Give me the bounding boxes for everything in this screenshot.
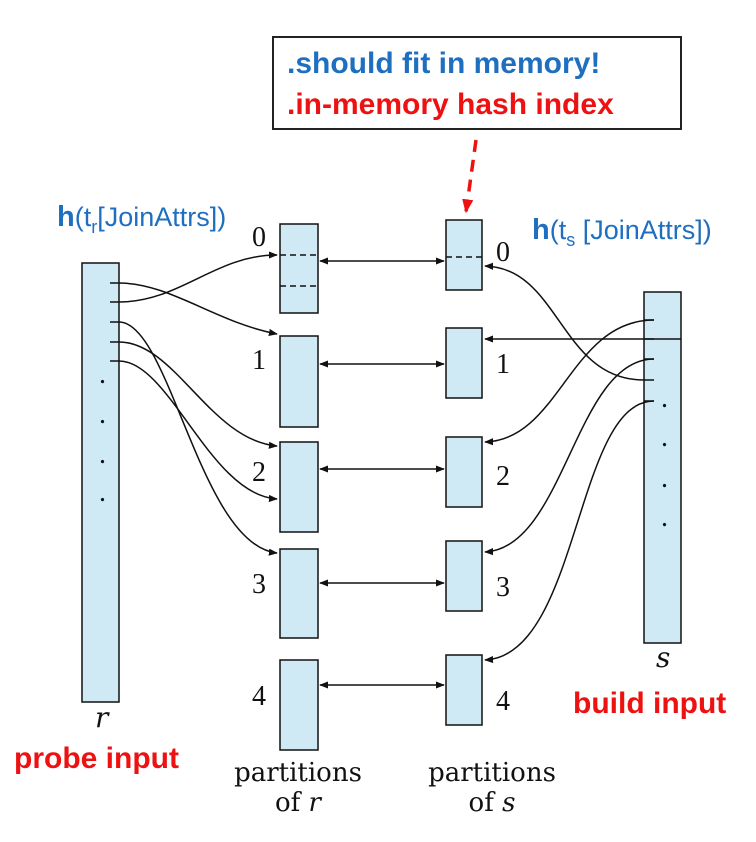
build-input-label: build input bbox=[573, 687, 726, 720]
relation-r-dot-2: . bbox=[99, 399, 106, 430]
partitions-of-r-line-1: partitions bbox=[234, 758, 362, 788]
partition-s-4 bbox=[445, 654, 483, 726]
partition-s-number-2: 2 bbox=[496, 461, 510, 492]
relation-r-bar bbox=[81, 262, 120, 703]
partition-r-number-3: 3 bbox=[252, 569, 266, 600]
r-arrow-b bbox=[118, 251, 278, 303]
partition-r-2 bbox=[279, 441, 319, 533]
callout-box bbox=[272, 36, 682, 130]
relation-r-dot-1: . bbox=[99, 359, 106, 390]
s-arrow-a bbox=[484, 262, 645, 381]
partition-r-1 bbox=[279, 335, 319, 428]
relation-s-dot-3: . bbox=[661, 463, 668, 494]
r-arrow-a bbox=[118, 282, 278, 336]
relation-s-bar bbox=[643, 291, 682, 644]
hash-s-close: [JoinAttrs]) bbox=[575, 215, 712, 245]
callout-line-1: .should fit in memory! bbox=[287, 47, 600, 80]
partition-s-number-0: 0 bbox=[496, 237, 510, 268]
partition-r-3 bbox=[279, 548, 319, 639]
partition-s-number-3: 3 bbox=[496, 572, 510, 603]
partition-r-number-4: 4 bbox=[252, 681, 266, 712]
relation-r-name: r bbox=[95, 701, 110, 734]
r-arrow-d bbox=[118, 341, 278, 449]
partition-s-number-1: 1 bbox=[496, 349, 510, 380]
relation-r-ticks bbox=[110, 282, 119, 362]
partitions-of-s-line-1: partitions bbox=[428, 758, 556, 788]
partition-pair-arrows bbox=[319, 257, 445, 689]
hash-r-h: h bbox=[57, 201, 75, 233]
relation-s-dot-1: . bbox=[661, 383, 668, 414]
callout-pointer-arrow bbox=[462, 139, 478, 214]
relation-s-dot-4: . bbox=[661, 502, 668, 533]
partition-r-4 bbox=[279, 659, 319, 751]
r-arrow-c bbox=[118, 321, 278, 556]
r-hash-arrows bbox=[118, 251, 278, 556]
partitions-of-r-of: of bbox=[275, 788, 309, 818]
relation-s-name: s bbox=[656, 641, 670, 674]
partitions-of-s-of: of bbox=[469, 788, 503, 818]
hash-s-open: (t bbox=[550, 215, 567, 245]
partition-r-number-1: 1 bbox=[252, 345, 266, 376]
s-arrow-e bbox=[484, 400, 655, 664]
partitions-of-r-line-2: of r bbox=[275, 788, 323, 818]
hash-r-close: [JoinAttrs]) bbox=[97, 202, 226, 232]
partition-s-2 bbox=[445, 436, 483, 508]
partition-r-number-0: 0 bbox=[252, 222, 266, 253]
partitions-of-r-name: r bbox=[309, 788, 323, 818]
hash-r-sub: r bbox=[91, 217, 97, 237]
partitions-of-s-name: s bbox=[502, 788, 515, 818]
s-arrow-c bbox=[484, 319, 655, 446]
s-hash-arrows bbox=[484, 262, 681, 664]
relation-r-dot-4: . bbox=[99, 477, 106, 508]
partition-r-number-2: 2 bbox=[252, 457, 266, 488]
relation-s-dot-2: . bbox=[661, 422, 668, 453]
partition-r-0 bbox=[279, 223, 319, 314]
callout-line-2: .in-memory hash index bbox=[287, 88, 614, 121]
s-arrow-d bbox=[484, 358, 655, 556]
partition-s-3 bbox=[445, 540, 483, 612]
hash-r-open: (t bbox=[75, 202, 92, 232]
hash-function-s: h(ts [JoinAttrs]) bbox=[532, 214, 712, 250]
hash-s-h: h bbox=[532, 214, 550, 246]
probe-input-label: probe input bbox=[14, 742, 179, 775]
partitions-of-s-line-2: of s bbox=[469, 788, 516, 818]
partition-s-1 bbox=[445, 327, 483, 399]
partition-s-number-4: 4 bbox=[496, 686, 510, 717]
hash-s-sub: s bbox=[566, 230, 575, 250]
hash-function-r: h(tr[JoinAttrs]) bbox=[57, 201, 226, 237]
relation-r-dot-3: . bbox=[99, 439, 106, 470]
r-arrow-e bbox=[118, 360, 278, 503]
partition-s-0 bbox=[445, 219, 483, 291]
